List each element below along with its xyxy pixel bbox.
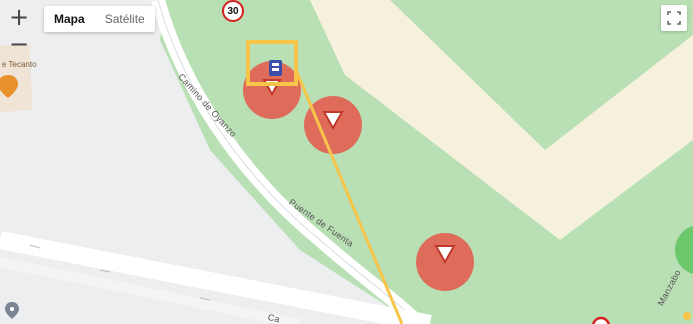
yield-sign-2 bbox=[322, 111, 344, 131]
yield-sign-3 bbox=[434, 245, 456, 265]
street-label-bottom: Ca bbox=[266, 312, 281, 324]
zoom-in-button[interactable]: + bbox=[4, 3, 34, 31]
bottom-red-sign bbox=[591, 316, 611, 324]
fullscreen-button[interactable] bbox=[661, 5, 687, 31]
fullscreen-icon bbox=[667, 11, 681, 25]
place-pin bbox=[0, 75, 18, 98]
highlight-line bbox=[294, 69, 404, 324]
speed-limit-value: 30 bbox=[227, 5, 239, 17]
speed-limit-sign: 30 bbox=[222, 0, 244, 22]
place-label: e Tecanto bbox=[2, 60, 37, 69]
building-block bbox=[310, 0, 693, 240]
plus-icon: + bbox=[8, 3, 30, 31]
map-type-control: Mapa Satélite bbox=[44, 6, 155, 32]
right-marker bbox=[683, 312, 691, 320]
minus-icon: − bbox=[8, 30, 30, 58]
green-zone bbox=[675, 226, 693, 274]
zoom-out-button[interactable]: − bbox=[4, 30, 34, 58]
map-type-map-button[interactable]: Mapa bbox=[54, 12, 85, 26]
highlight-box bbox=[246, 40, 298, 86]
map-type-satellite-button[interactable]: Satélite bbox=[104, 12, 145, 26]
road-diagonal bbox=[0, 231, 432, 324]
